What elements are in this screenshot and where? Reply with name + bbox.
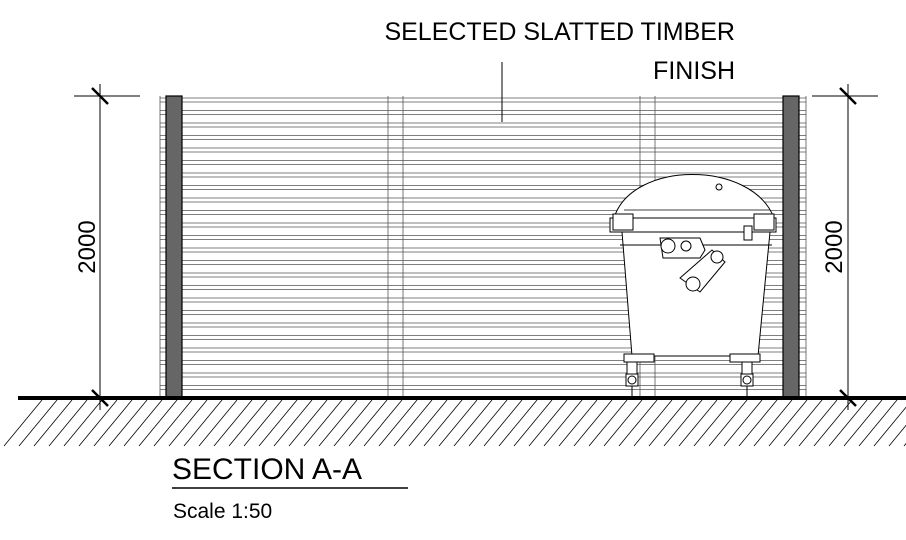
left-dimension bbox=[74, 84, 140, 410]
ground-hatch-icon bbox=[3, 399, 906, 447]
section-title: SECTION A-A bbox=[172, 453, 362, 486]
left-post bbox=[165, 95, 183, 399]
right-dimension-label: 2000 bbox=[821, 220, 848, 273]
wheelie-bin-icon bbox=[609, 174, 777, 396]
right-post bbox=[782, 95, 800, 399]
annotation-line-2: FINISH bbox=[653, 57, 735, 85]
annotation-line-1: SELECTED SLATTED TIMBER bbox=[384, 18, 735, 46]
section-scale: Scale 1:50 bbox=[173, 500, 272, 523]
left-dimension-label: 2000 bbox=[74, 220, 101, 273]
right-dimension bbox=[812, 84, 878, 410]
